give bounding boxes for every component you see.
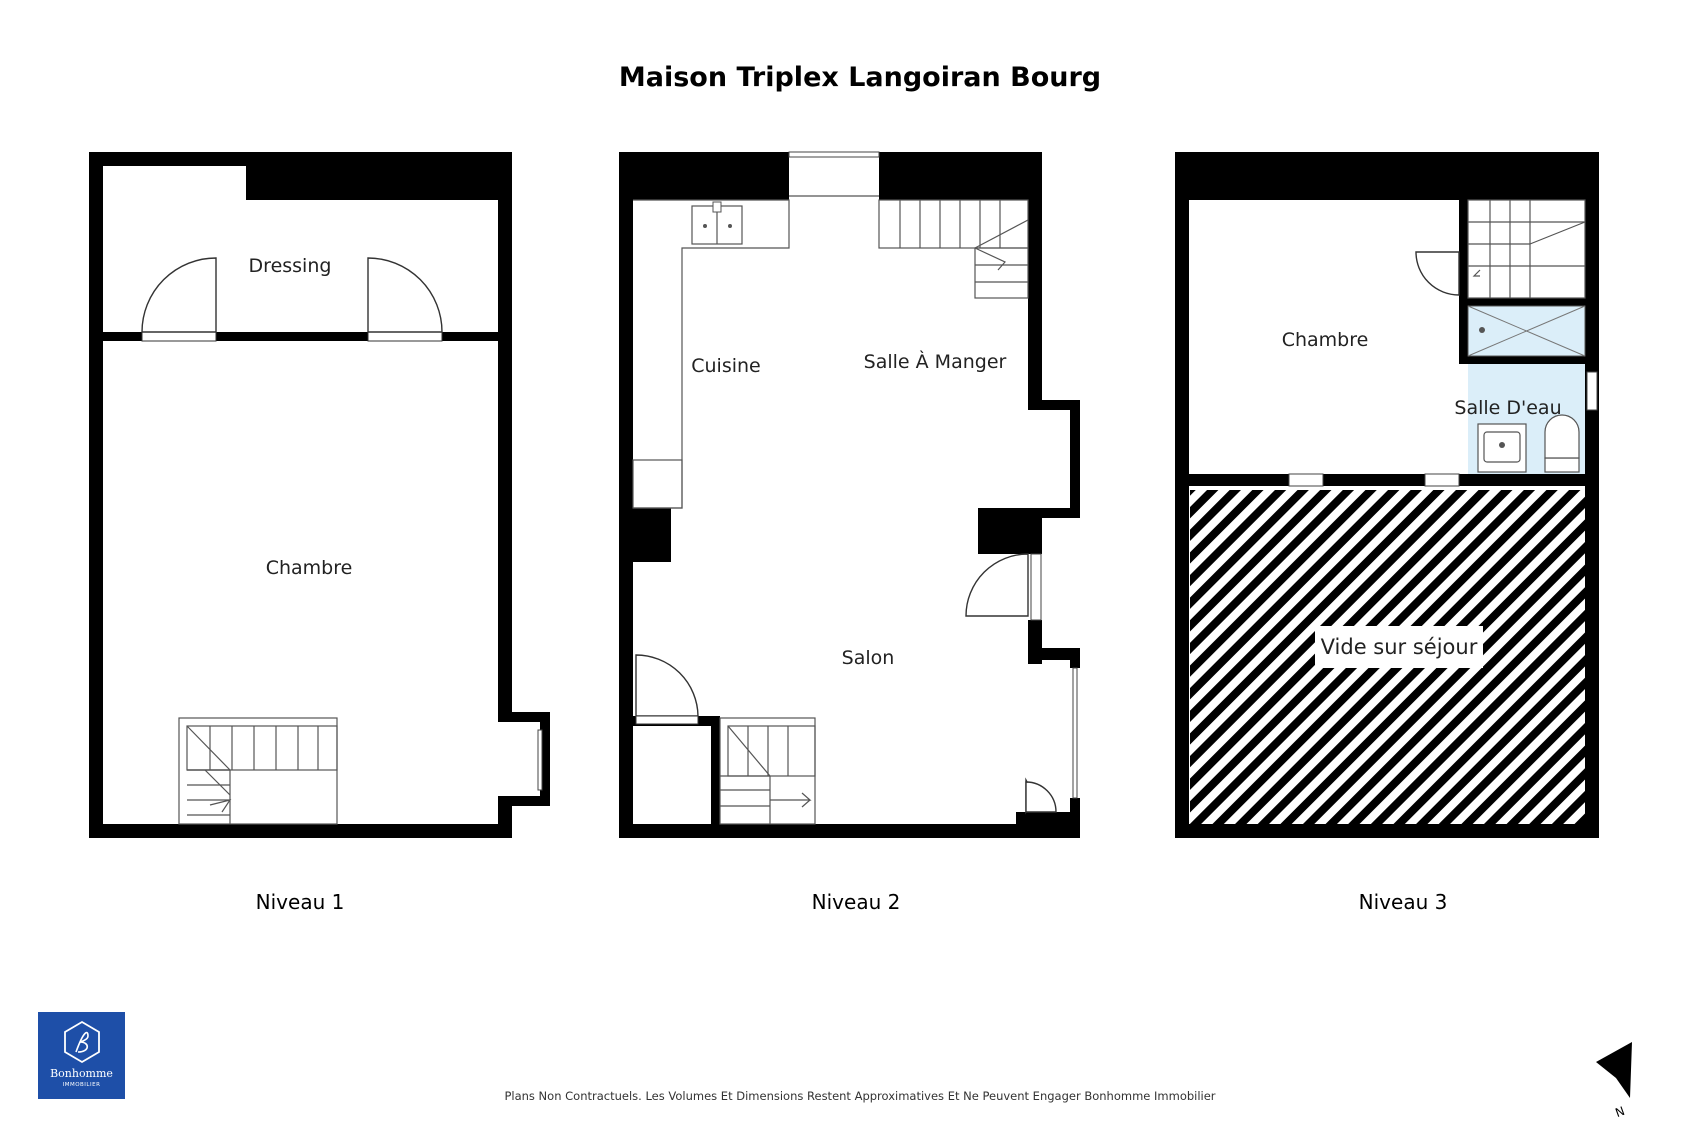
room-label-salle-d-eau: Salle D'eau <box>1454 397 1561 419</box>
room-label-vide-sur-sejour: Vide sur séjour <box>1321 635 1478 659</box>
room-label-chambre-1: Chambre <box>266 557 353 579</box>
staircase-icon <box>1467 199 1586 299</box>
door-icon <box>1025 777 1057 815</box>
compass-label: N <box>1613 1104 1626 1120</box>
compass-north-icon: N <box>1596 1042 1632 1120</box>
level-label-3: Niveau 3 <box>1358 890 1448 914</box>
staircase-icon <box>719 717 816 825</box>
room-label-salle-a-manger: Salle À Manger <box>864 350 1007 373</box>
room-label-cuisine: Cuisine <box>691 355 761 377</box>
level-label-2: Niveau 2 <box>811 890 901 914</box>
staircase-icon <box>178 717 338 825</box>
kitchen-counter <box>632 195 879 509</box>
staircase-icon <box>878 199 1029 299</box>
logo-hexagon-icon <box>64 1020 100 1064</box>
disclaimer-text: Plans Non Contractuels. Les Volumes Et D… <box>504 1089 1216 1103</box>
door-icon <box>635 654 699 725</box>
level-3-plan: Chambre Salle D'eau Vide sur séjour <box>1175 152 1599 838</box>
shower-icon <box>1467 305 1586 357</box>
level-label-1: Niveau 1 <box>255 890 345 914</box>
door-icon <box>965 553 1029 617</box>
toilet-icon <box>1544 414 1580 473</box>
door-icon <box>141 257 217 342</box>
brand-logo: Bonhomme IMMOBILIER <box>38 1012 125 1099</box>
room-label-chambre-3: Chambre <box>1282 329 1369 351</box>
level-1-plan: Dressing Chambre <box>89 152 550 838</box>
room-label-salon: Salon <box>842 647 895 669</box>
door-icon <box>1415 251 1460 296</box>
logo-tagline: IMMOBILIER <box>62 1082 101 1088</box>
door-icon <box>367 257 443 342</box>
sink-icon <box>691 201 743 245</box>
level-2-plan: Cuisine Salle À Manger Salon <box>619 151 1080 838</box>
void-label-box <box>1315 626 1483 668</box>
logo-brand-name: Bonhomme <box>50 1067 113 1080</box>
plan-title: Maison Triplex Langoiran Bourg <box>618 62 1102 93</box>
room-label-dressing: Dressing <box>249 255 332 277</box>
washbasin-icon <box>1477 423 1527 473</box>
